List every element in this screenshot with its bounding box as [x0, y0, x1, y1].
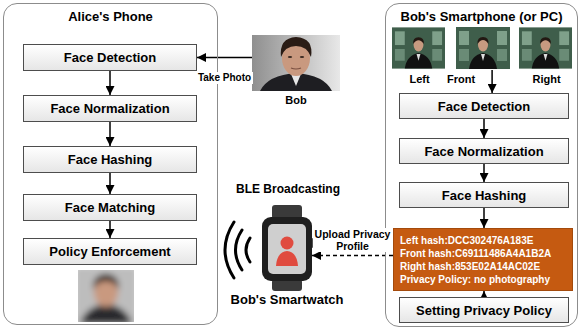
flow-arrow [109, 71, 111, 95]
flow-arrow [491, 70, 493, 93]
edge-label: Upload Privacy Profile [313, 228, 393, 252]
process-label: Face Detection [64, 50, 156, 65]
bob-photo [252, 35, 340, 91]
image-caption: Bob [285, 94, 306, 107]
smartwatch-illustration [272, 205, 302, 219]
edge-label: Take Photo [196, 72, 253, 84]
bob-photo [291, 68, 301, 69]
face-view-images [392, 27, 572, 69]
profile-line: Privacy Policy: no photography [400, 273, 550, 286]
process-label: Policy Enforcement [49, 244, 170, 259]
blurred-face-image [93, 274, 119, 290]
profile-line: Right hash:853E02A14AC02E [400, 260, 540, 273]
profile-line: Left hash:DCC302476A183E [400, 234, 533, 247]
face-view-images [456, 27, 510, 69]
blurred-face-image [78, 270, 134, 322]
process-box: Face Matching [23, 194, 197, 221]
process-box: Face Normalization [399, 138, 569, 164]
smartwatch-illustration [268, 224, 306, 274]
image-caption: Right [532, 73, 560, 86]
face-image: Left [393, 28, 446, 70]
process-label: Face Normalization [424, 144, 543, 159]
bob-photo [281, 37, 312, 57]
note-label: BLE Broadcasting [236, 182, 340, 196]
process-box: Face Normalization [23, 95, 197, 122]
flow-arrow [197, 57, 252, 59]
flow-arrow [483, 164, 485, 182]
flow-arrow [109, 122, 111, 146]
device-panel: LeftFrontRightFace DetectionFace Normali… [385, 3, 578, 327]
flow-arrow [109, 221, 111, 238]
panel-title: Alice's Phone [4, 9, 217, 24]
bob-photo [300, 56, 304, 58]
face-image: Right [520, 28, 573, 70]
image-caption: Left [409, 73, 429, 86]
smartwatch-illustration [262, 217, 312, 281]
process-label: Face Detection [438, 99, 530, 114]
process-label: Face Normalization [50, 101, 169, 116]
panel-title: Bob's Smartphone (or PC) [386, 9, 577, 24]
flow-arrow [312, 255, 393, 257]
face-view-images [392, 27, 445, 68]
smartwatch: Bob's Smartwatch [262, 215, 312, 283]
face-image: Bob [252, 35, 340, 91]
process-box: Face Hashing [23, 146, 197, 173]
ble-signal-waves [246, 238, 250, 262]
blurred-face-image [78, 270, 134, 322]
ble-signal-waves [236, 230, 243, 270]
smartwatch-illustration [312, 238, 315, 248]
flow-arrow [483, 208, 485, 228]
ble-signal-waves [225, 222, 250, 278]
face-image: Front [457, 28, 511, 70]
privacy-profile-box: Left hash:DCC302476A183EFront hash:C6911… [393, 228, 573, 291]
bob-photo [288, 56, 292, 58]
process-box: Setting Privacy Policy [399, 297, 569, 323]
process-label: Face Hashing [68, 152, 153, 167]
process-box: Face Detection [23, 44, 197, 71]
image-caption: Front [447, 73, 475, 86]
process-label: Setting Privacy Policy [416, 303, 552, 318]
flow-arrow [109, 173, 111, 194]
smartwatch-illustration [281, 237, 294, 250]
process-box: Face Hashing [399, 182, 569, 208]
device-panel: Face DetectionFace NormalizationFace Has… [3, 3, 218, 325]
process-box: Face Detection [399, 93, 569, 119]
smartwatch-illustration [276, 251, 298, 266]
profile-line: Front hash:C69111486A4A1B2A [400, 247, 551, 260]
bob-photo [252, 35, 340, 91]
smartwatch-illustration [262, 205, 315, 291]
process-label: Face Matching [65, 200, 155, 215]
process-box: Policy Enforcement [23, 238, 197, 265]
process-label: Face Hashing [442, 188, 527, 203]
face-view-images [519, 27, 572, 68]
ble-signal-waves [225, 222, 234, 278]
device-caption: Bob's Smartwatch [231, 292, 344, 307]
flow-arrow [483, 119, 485, 138]
blurred-face-image [78, 270, 134, 322]
